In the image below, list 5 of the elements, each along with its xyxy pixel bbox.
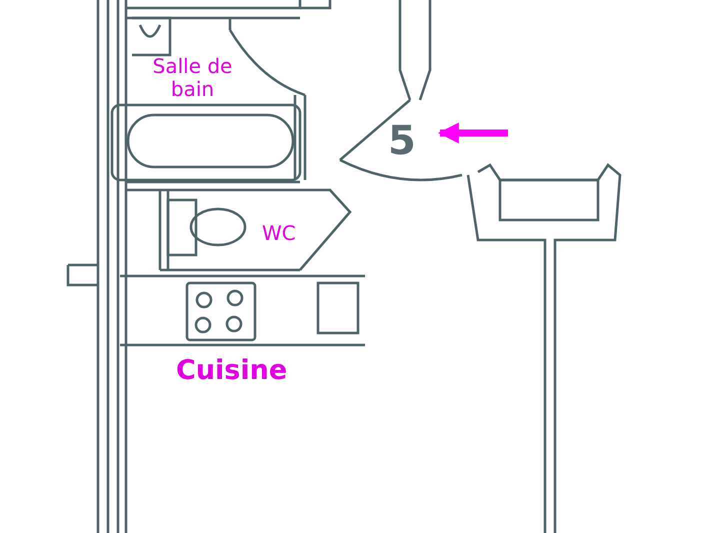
arrow	[438, 122, 508, 144]
room-label: Cuisine	[176, 355, 306, 386]
room-label: Salle de bain	[130, 55, 255, 101]
room-label: WC	[262, 222, 312, 245]
door-number: 5	[388, 118, 440, 164]
